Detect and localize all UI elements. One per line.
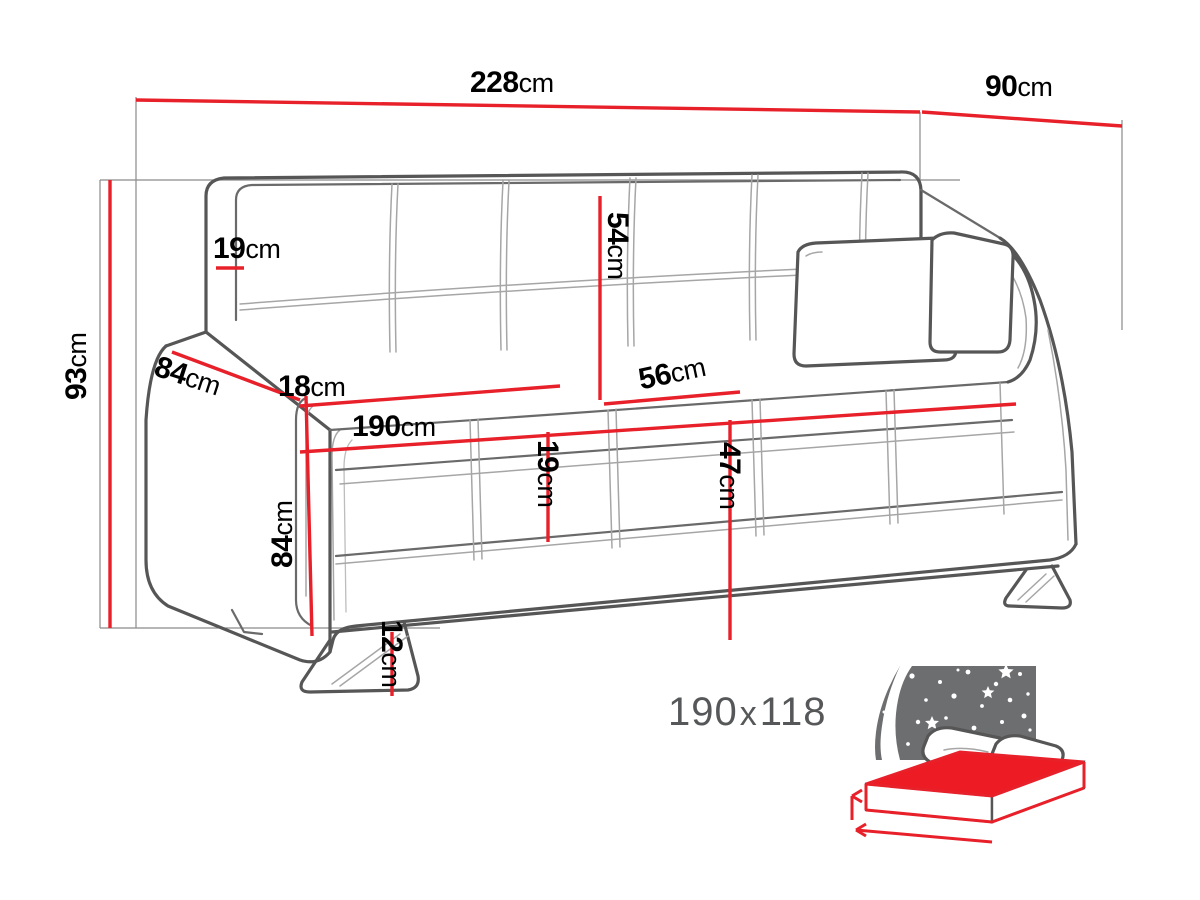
overall-depth-value: 90 bbox=[985, 70, 1018, 103]
dimension-label-overall-height: 93cm bbox=[60, 332, 93, 400]
dimension-label-armrest-height: 84cm bbox=[266, 500, 299, 568]
dimension-label-armrest-width: 18cm bbox=[278, 370, 346, 403]
overall-height-value: 93 bbox=[60, 367, 93, 400]
dimension-label-seat-height: 47cm bbox=[713, 442, 746, 510]
backrest-height-unit: cm bbox=[602, 244, 632, 280]
armrest-width-value: 18 bbox=[278, 370, 311, 403]
backrest-top-thickness-unit: cm bbox=[245, 234, 281, 264]
seat-height-value: 47 bbox=[713, 442, 746, 475]
armrest-height-unit: cm bbox=[268, 500, 298, 536]
sleeping-area-separator: x bbox=[739, 695, 758, 733]
armrest-width-unit: cm bbox=[310, 372, 346, 402]
dimension-label-leg-height: 12cm bbox=[375, 620, 408, 688]
sleeping-area-length: 118 bbox=[759, 690, 827, 734]
dimension-label-backrest-top-thickness: 19cm bbox=[213, 232, 281, 265]
overall-width-unit: cm bbox=[518, 68, 555, 98]
sleeping-area-label: 190x118 bbox=[668, 692, 827, 732]
seat-cushion-thickness-unit: cm bbox=[532, 472, 562, 508]
dimension-label-seat-width: 190cm bbox=[352, 412, 436, 442]
bed-with-night-sky-icon bbox=[850, 664, 1086, 844]
seat-width-unit: cm bbox=[400, 412, 437, 442]
armrest-height-value: 84 bbox=[266, 535, 299, 568]
leg-height-unit: cm bbox=[376, 652, 406, 688]
throw-pillows bbox=[792, 231, 1015, 368]
leg-height-value: 12 bbox=[375, 620, 408, 653]
dimension-label-overall-depth: 90cm bbox=[985, 70, 1053, 103]
seat-cushion-thickness-value: 19 bbox=[531, 440, 564, 473]
seat-width-value: 190 bbox=[352, 410, 401, 443]
dimension-label-overall-width: 228cm bbox=[470, 68, 554, 98]
backrest-height-value: 54 bbox=[601, 212, 634, 245]
overall-depth-unit: cm bbox=[1017, 72, 1053, 102]
seat-height-unit: cm bbox=[714, 474, 744, 510]
sofa-illustration bbox=[144, 170, 1078, 694]
sofa-legs bbox=[230, 564, 1072, 694]
dimension-lines bbox=[108, 98, 1123, 696]
backrest-top-thickness-value: 19 bbox=[213, 232, 246, 265]
overall-width-value: 228 bbox=[470, 66, 519, 99]
dimension-label-seat-cushion-thickness: 19cm bbox=[531, 440, 564, 508]
dimension-label-backrest-height: 54cm bbox=[601, 212, 634, 280]
sleeping-area-width: 190 bbox=[668, 690, 738, 734]
overall-height-unit: cm bbox=[62, 332, 92, 368]
